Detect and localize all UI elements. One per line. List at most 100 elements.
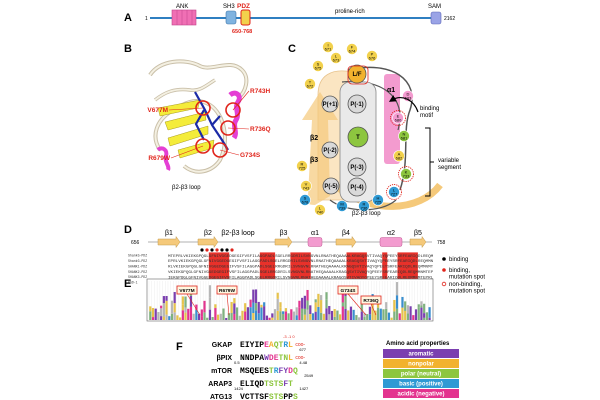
property-swatch [383,379,459,388]
conservation-bar [320,312,323,320]
conservation-bar [309,305,312,314]
conservation-bar [341,306,344,320]
mutation-ring [195,100,211,116]
alignment-start-number: 656 [131,240,140,246]
conservation-bar [162,296,165,304]
conservation-bar [328,314,331,320]
peptide-name: ARAP3 [208,381,232,388]
conservation-bar [371,299,374,310]
residue-bubble [336,200,348,212]
conservation-bar [301,308,304,314]
mutation-tag: V677M [179,288,194,294]
conservation-bar [162,316,165,320]
proline-rich-label: proline-rich [335,9,365,15]
ss-label: β1 [165,230,173,237]
conservation-bar [181,296,184,305]
conservation-bar [314,302,317,312]
conservation-bar [330,310,334,320]
conservation-bar [216,314,220,320]
conservation-bar [179,317,182,320]
peptide-sequence: VCTTSFSTSPPS [240,393,298,400]
conservation-bar [347,310,350,320]
mutation-label: G734S [240,152,261,159]
beta-strand-arrow [302,92,338,205]
pocket-label: P(+1) [323,102,338,108]
conservation-bar [409,306,412,320]
conservation-bar [376,307,380,320]
sh3-label: SH3 [223,4,235,10]
sequence-name: SHANK3-PDZ [128,275,147,279]
conservation-bar [214,308,217,320]
position-marks: -3 -1 0 [283,334,295,339]
conservation-bar [404,310,407,320]
sh3-domain [225,10,237,25]
mutation-label: R679W [148,155,171,162]
conservation-bar [360,311,363,320]
mutation-ring [195,138,211,154]
conservation-bar [151,307,155,318]
binding-dot [225,248,229,252]
conservation-bar [238,315,241,320]
legend-text: binding [449,257,468,263]
conservation-bar [225,317,228,320]
conservation-bar [282,311,285,315]
conservation-bar [160,308,163,317]
conservation-bar [244,303,247,312]
conservation-bar [401,296,404,301]
binding-dot [210,248,214,252]
ss-label: α1 [311,230,319,237]
beta-strand [157,235,181,249]
conservation-bar [333,309,336,317]
conservation-bar [149,306,152,312]
panel-d-label: D [124,224,132,236]
conservation-bar [151,317,155,320]
panel-a-label: A [124,12,132,24]
mutation-label: R736Q [250,126,271,133]
beta3-label: β3 [310,157,318,164]
conservation-bar [393,299,396,312]
conservation-bar [198,313,201,320]
conservation-bar [292,311,296,320]
conservation-bar [328,306,331,315]
property-swatch [383,349,459,358]
conservation-bar [420,301,423,306]
conservation-bar [263,306,266,320]
conservation-bar [233,313,236,320]
ss-label: β2 [204,230,212,237]
pocket-circle [347,94,367,114]
ank-domain [171,9,197,26]
conservation-bar [404,301,407,311]
alignment-end-number: 758 [437,240,446,246]
conservation-bar [385,302,388,309]
mutation-tag-leader [186,293,201,316]
mutation-tag-leader [370,303,377,316]
residue-bubble [300,180,312,192]
binding-pockets: L/FP(-1)P(+1)TP(-3)P(-2)P(-4)P(-5) [321,64,369,197]
conservation-bar [385,308,388,320]
conservation-bar [233,303,236,314]
conservation-bars [148,281,431,320]
conservation-bar [395,295,399,309]
conserved-block [259,252,276,285]
property-label: nonpolar [408,362,434,368]
peptide-start-number: 1424 [234,386,244,391]
property-label: aromatic [408,352,434,358]
conservation-bar [208,297,212,310]
conservation-bar [423,317,426,320]
conservation-bar [339,314,342,320]
alpha-helix [379,237,403,247]
conservation-bar [344,308,347,320]
conservation-bar [254,303,258,311]
conservation-bar [181,310,184,320]
conservation-bar [352,309,355,320]
conservation-bar [368,306,372,315]
residue-bubble [388,186,400,198]
